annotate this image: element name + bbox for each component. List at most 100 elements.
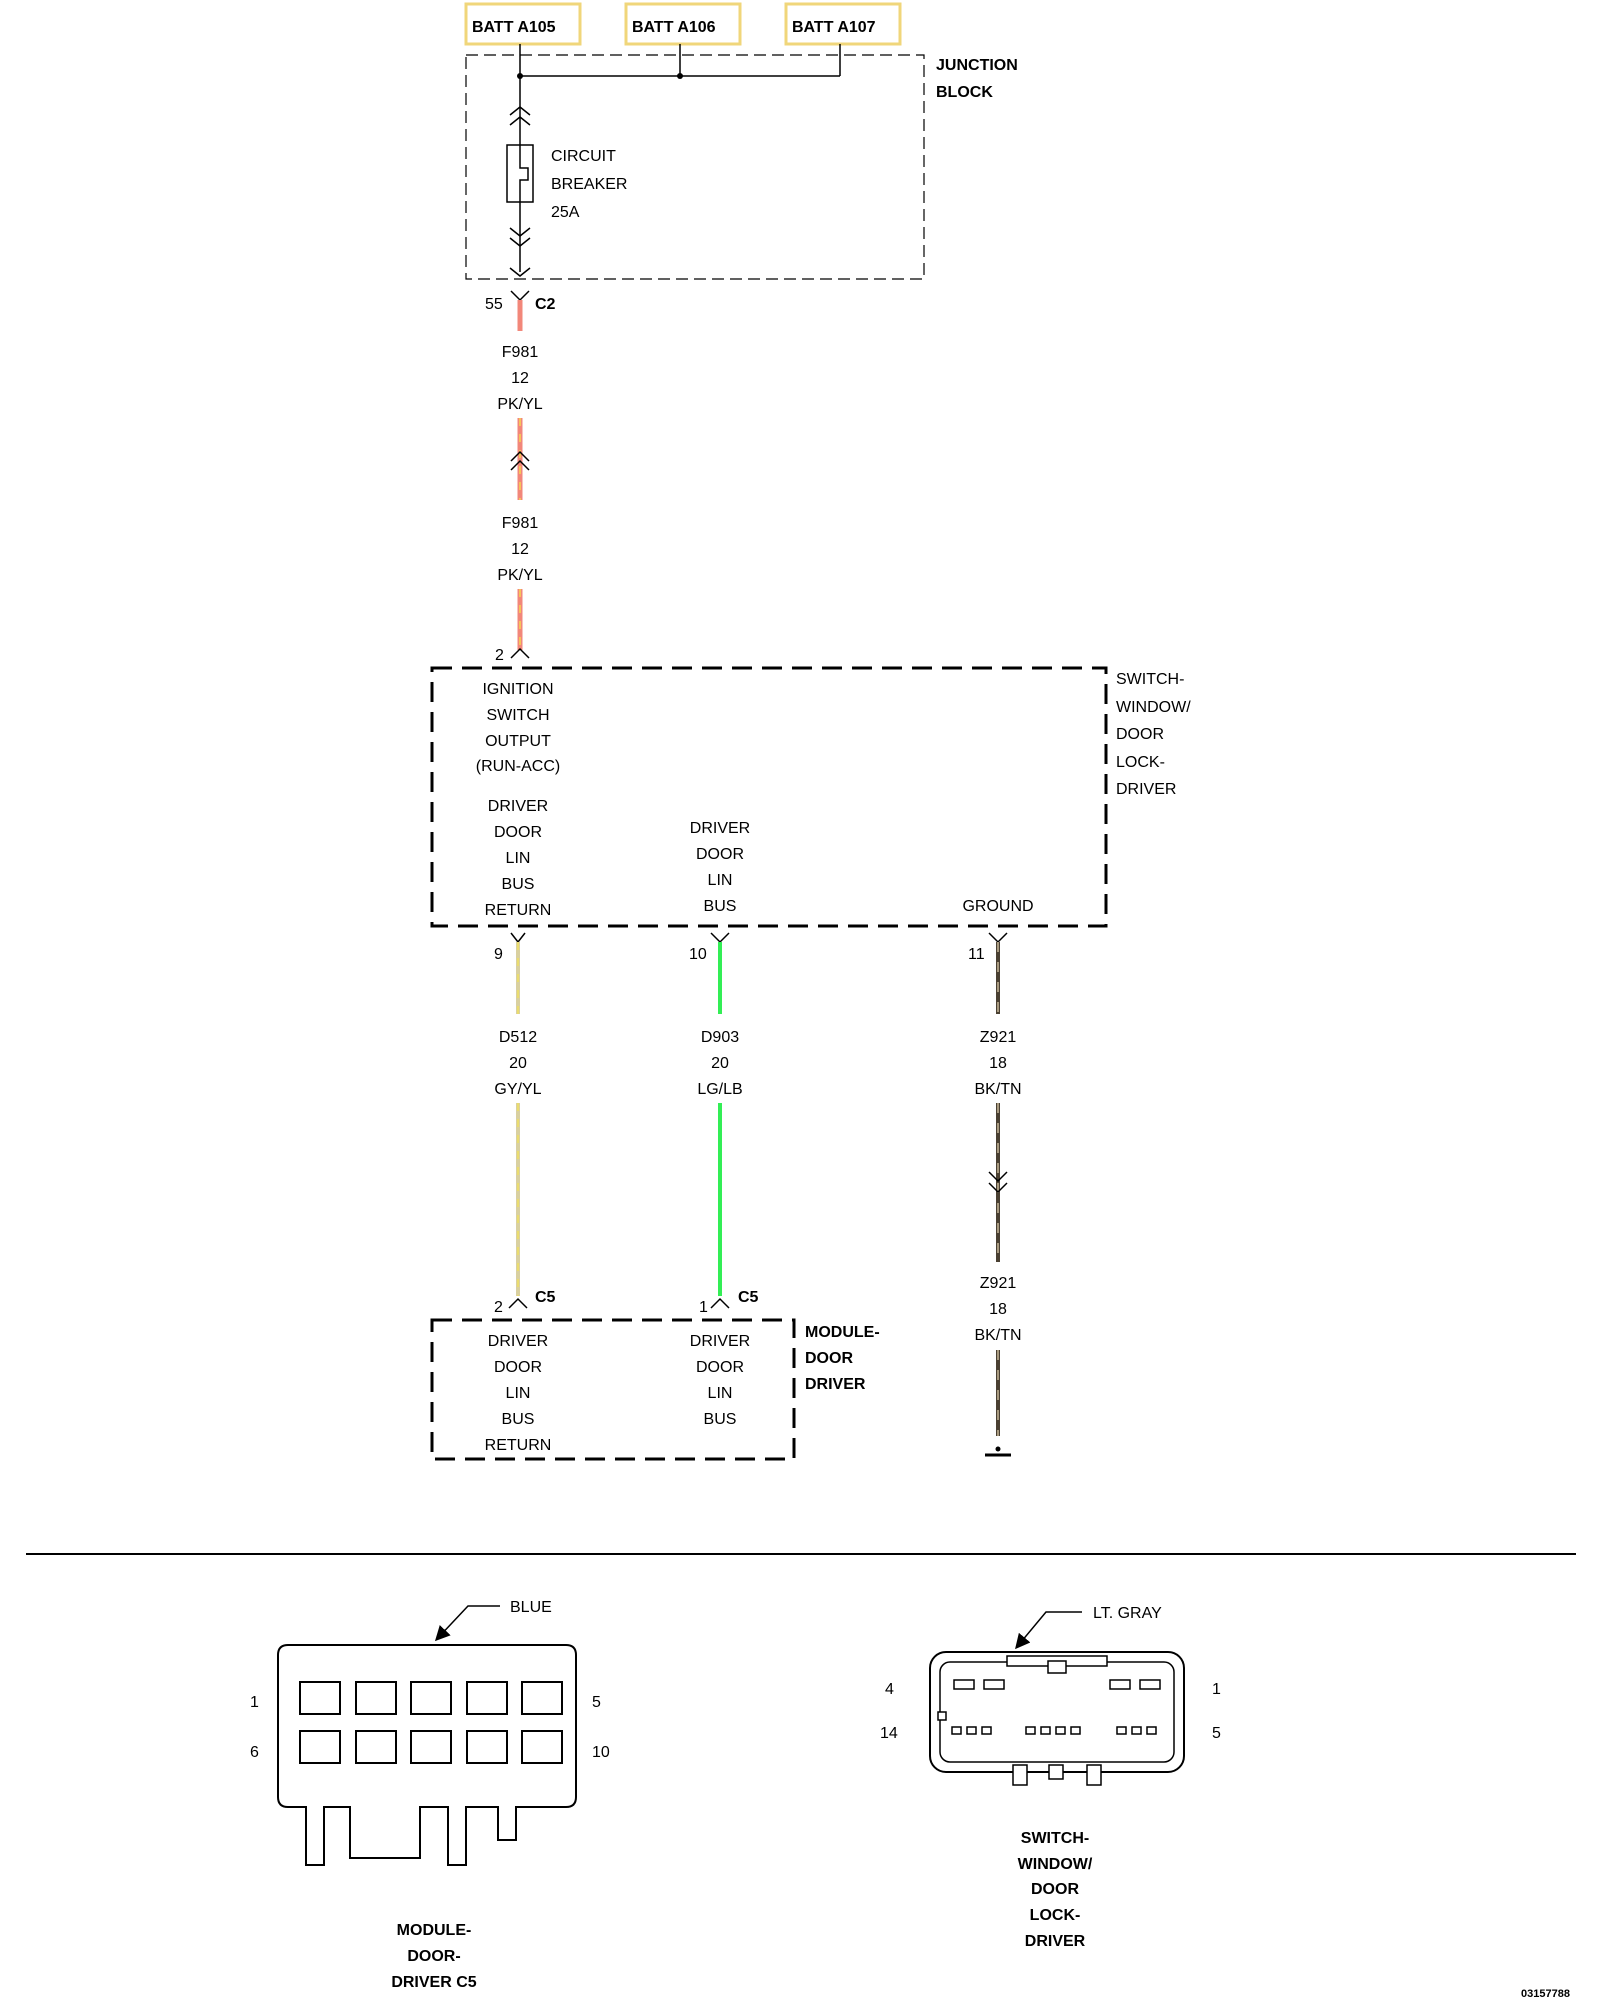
inline-connector-icon: [510, 459, 530, 471]
module-lin-bus-label-2: DOOR: [696, 1359, 744, 1376]
battery-feeds: BATT A105 BATT A106 BATT A107: [464, 2, 902, 46]
batt-a106-label: BATT A106: [632, 19, 716, 36]
inline-connector-icon: [988, 1182, 1008, 1194]
junction-block-name-2: BLOCK: [936, 84, 993, 101]
module-name-1: MODULE-: [805, 1324, 880, 1341]
color-callout-leader: [434, 1605, 500, 1642]
connector-switch-pin-1: 1: [1212, 1681, 1221, 1698]
connector-c5-pin-6: 6: [250, 1744, 259, 1761]
switch-lin-return-label-1: DRIVER: [488, 798, 548, 815]
switch-pin-11-number: 11: [968, 946, 985, 963]
module-lin-bus-label-3: LIN: [708, 1385, 733, 1402]
switch-lin-bus-label-3: LIN: [708, 872, 733, 889]
switch-lin-bus-label-4: BUS: [704, 898, 737, 915]
connector-c5-color: BLUE: [510, 1599, 552, 1616]
ignition-output-label-3: OUTPUT: [485, 733, 551, 750]
switch-pin-9-connector: [510, 932, 526, 944]
connector-switch-color: LT. GRAY: [1093, 1605, 1162, 1622]
ignition-output-label-2: SWITCH: [486, 707, 549, 724]
junction-block-outline: [465, 54, 925, 280]
module-name-3: DRIVER: [805, 1376, 866, 1393]
wire-f981-upper-circuit: F981: [502, 344, 539, 361]
connector-c5-pin-5: 5: [592, 1694, 601, 1711]
wire-z921-lower-circuit: Z921: [980, 1275, 1017, 1292]
connector-switch-caption-1: SWITCH-: [1021, 1830, 1089, 1847]
junction-block-name-1: JUNCTION: [936, 57, 1018, 74]
module-lin-return-label-1: DRIVER: [488, 1333, 548, 1350]
battery-bus: [519, 44, 841, 77]
wire-d903: D903 20 LG/LB: [697, 942, 743, 1296]
wire-f981-upper-gauge: 12: [511, 370, 529, 387]
figure-id: 03157788: [1521, 1988, 1570, 2000]
batt-a105-box: [464, 2, 582, 46]
connector-switch-latch: [1006, 1655, 1108, 1786]
circuit-breaker-label-2: BREAKER: [551, 176, 627, 193]
wire-f981-upper-color: PK/YL: [497, 396, 542, 413]
wire-d512-color: GY/YL: [494, 1081, 541, 1098]
wire-z921: Z921 18 BK/TN Z921 18 BK/TN: [974, 942, 1022, 1457]
module-lin-return-label-5: RETURN: [485, 1437, 552, 1454]
switch-pin-2-number: 2: [495, 647, 504, 664]
wire-f981-lower-color: PK/YL: [497, 567, 542, 584]
switch-lin-return-label-2: DOOR: [494, 824, 542, 841]
wire-f981: F981 12 PK/YL F981 12 PK/YL: [497, 300, 543, 650]
connector-switch-cavities: [937, 1679, 1161, 1735]
bus-splice: [677, 73, 683, 79]
wire-z921-upper-color: BK/TN: [974, 1081, 1021, 1098]
connector-switch-caption-2: WINDOW/: [1018, 1856, 1093, 1873]
connector-c5-pin-10: 10: [592, 1744, 610, 1761]
wire-d903-color: LG/LB: [697, 1081, 742, 1098]
wire-d512-gauge: 20: [509, 1055, 527, 1072]
switch-name-4: LOCK-: [1116, 754, 1165, 771]
module-c5-label-b: C5: [738, 1289, 759, 1306]
switch-name-3: DOOR: [1116, 726, 1164, 743]
switch-lin-bus-label-1: DRIVER: [690, 820, 750, 837]
switch-window-door-lock-driver: 2 SWITCH- WINDOW/ DOOR LOCK- DRIVER IGNI…: [430, 647, 1191, 963]
junction-block: JUNCTION BLOCK CIRCUIT BREAKER 25A: [465, 44, 1018, 280]
switch-lin-return-label-3: LIN: [506, 850, 531, 867]
switch-pin-10-number: 10: [689, 946, 707, 963]
switch-pin-11-connector: [988, 932, 1008, 944]
module-outline: [430, 1318, 796, 1461]
switch-name-2: WINDOW/: [1116, 699, 1191, 716]
wire-z921-upper-gauge: 18: [989, 1055, 1007, 1072]
inline-connector-icon: [510, 450, 530, 462]
ignition-output-label-1: IGNITION: [482, 681, 553, 698]
connector-switch-pin-5: 5: [1212, 1725, 1221, 1742]
switch-ground-label: GROUND: [962, 898, 1033, 915]
batt-a105-label: BATT A105: [472, 19, 556, 36]
circuit-breaker-icon: [506, 144, 534, 203]
connector-c5-caption-3: DRIVER C5: [391, 1974, 476, 1991]
module-lin-return-label-3: LIN: [506, 1385, 531, 1402]
switch-lin-bus-label-2: DOOR: [696, 846, 744, 863]
color-callout-leader: [1015, 1611, 1082, 1650]
switch-pin-10-connector: [710, 932, 730, 944]
module-name-2: DOOR: [805, 1350, 853, 1367]
wire-z921-lower-color: BK/TN: [974, 1327, 1021, 1344]
ignition-output-label-4: (RUN-ACC): [476, 758, 560, 775]
wire-d512-circuit: D512: [499, 1029, 537, 1046]
ground-icon: [985, 1446, 1011, 1457]
module-door-driver: 2 C5 1 C5 MODULE- DOOR DRIVER DRIVER DOO…: [430, 1289, 880, 1461]
wire-d903-gauge: 20: [711, 1055, 729, 1072]
module-lin-bus-label-4: BUS: [704, 1411, 737, 1428]
batt-a107-box: [784, 2, 902, 46]
connector-c5-caption-1: MODULE-: [397, 1922, 472, 1939]
c2-connector-label: C2: [535, 296, 556, 313]
module-pin-2-connector: [508, 1297, 528, 1309]
module-pin-1-number: 1: [699, 1299, 708, 1316]
switch-name-1: SWITCH-: [1116, 671, 1184, 688]
batt-a107-label: BATT A107: [792, 19, 876, 36]
wire-d903-circuit: D903: [701, 1029, 739, 1046]
breaker-feed: [509, 76, 531, 277]
wire-f981-lower-circuit: F981: [502, 515, 539, 532]
connector-switch-caption-4: LOCK-: [1030, 1907, 1081, 1924]
wire-z921-upper-circuit: Z921: [980, 1029, 1017, 1046]
connector-switch-caption-3: DOOR: [1031, 1881, 1079, 1898]
c2-connector: 55 C2: [485, 290, 556, 313]
switch-pin-2-connector: [510, 647, 530, 659]
connector-c5-cavities: [299, 1681, 563, 1764]
connector-c5-view: BLUE 1 5 6 10 MODULE- DOOR- DRIVER C5: [250, 1599, 610, 1991]
switch-lin-return-label-5: RETURN: [485, 902, 552, 919]
